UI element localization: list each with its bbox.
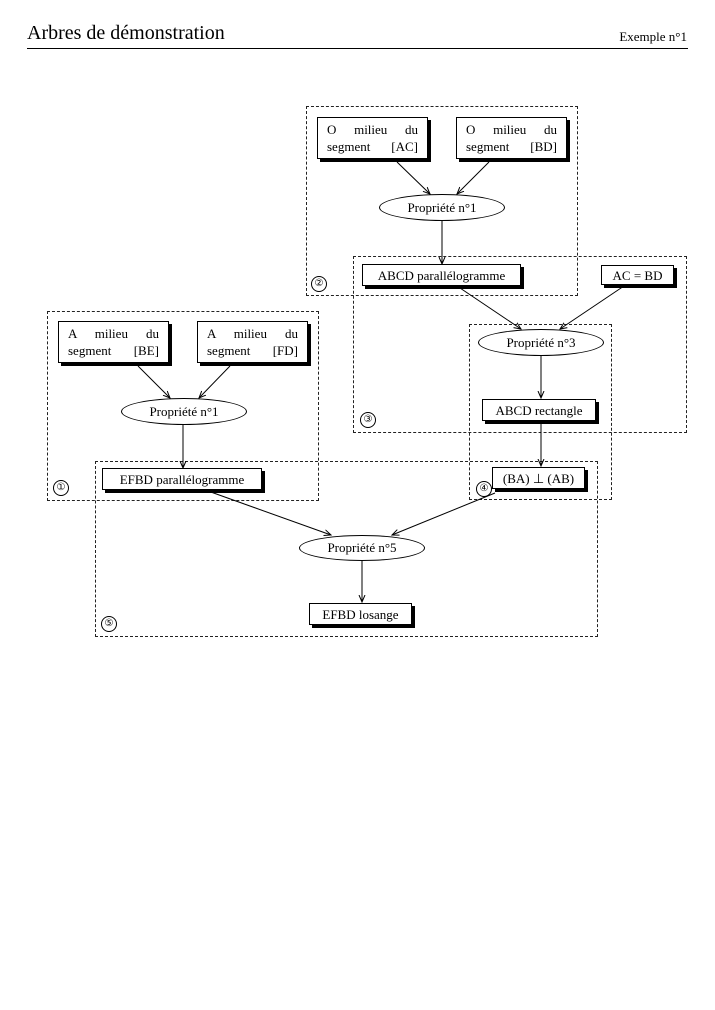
node-abcd-parallelogramme: ABCD parallélogramme bbox=[362, 264, 521, 286]
node-ac-equals-bd: AC = BD bbox=[601, 265, 674, 285]
node-efbd-losange: EFBD losange bbox=[309, 603, 412, 625]
node-o-milieu-bd: O milieu du segment [BD] bbox=[456, 117, 567, 159]
node-ba-perp-ab: (BA) ⊥ (AB) bbox=[492, 467, 585, 489]
node-a-milieu-fd-line1: A milieu du bbox=[207, 326, 298, 341]
node-o-milieu-bd-line2: segment [BD] bbox=[466, 139, 557, 154]
node-propriete-3: Propriété n°3 bbox=[478, 329, 604, 356]
page-title: Arbres de démonstration bbox=[27, 22, 225, 44]
arrow bbox=[459, 287, 521, 329]
zone-3 bbox=[353, 256, 687, 433]
node-a-milieu-fd-line2: segment [FD] bbox=[207, 343, 298, 358]
arrow bbox=[137, 365, 170, 398]
zone-2 bbox=[306, 106, 578, 296]
example-label: Exemple n°1 bbox=[619, 29, 687, 44]
arrow bbox=[392, 492, 496, 535]
zone-5-number: ⑤ bbox=[101, 616, 117, 632]
node-o-milieu-ac-line1: O milieu du bbox=[327, 122, 418, 137]
zone-3-number: ③ bbox=[360, 412, 376, 428]
node-propriete-1-left: Propriété n°1 bbox=[121, 398, 247, 425]
zone-5 bbox=[95, 461, 598, 637]
node-a-milieu-be-line1: A milieu du bbox=[68, 326, 159, 341]
arrow bbox=[560, 285, 625, 329]
node-abcd-rectangle: ABCD rectangle bbox=[482, 399, 596, 421]
zone-4 bbox=[469, 324, 612, 500]
arrow bbox=[457, 161, 490, 194]
node-propriete-5: Propriété n°5 bbox=[299, 535, 425, 561]
node-a-milieu-fd: A milieu du segment [FD] bbox=[197, 321, 308, 363]
arrow bbox=[396, 161, 430, 194]
node-a-milieu-be-line2: segment [BE] bbox=[68, 343, 159, 358]
header-rule bbox=[27, 48, 688, 49]
zone-1 bbox=[47, 311, 319, 501]
zone-2-number: ② bbox=[311, 276, 327, 292]
node-efbd-parallelogramme: EFBD parallélogramme bbox=[102, 468, 262, 490]
zone-4-number: ④ bbox=[476, 481, 492, 497]
node-a-milieu-be: A milieu du segment [BE] bbox=[58, 321, 169, 363]
node-o-milieu-ac: O milieu du segment [AC] bbox=[317, 117, 428, 159]
arrow bbox=[199, 365, 231, 398]
zone-1-number: ① bbox=[53, 480, 69, 496]
arrow bbox=[207, 490, 331, 535]
node-o-milieu-bd-line1: O milieu du bbox=[466, 122, 557, 137]
node-propriete-1-top: Propriété n°1 bbox=[379, 194, 505, 221]
node-o-milieu-ac-line2: segment [AC] bbox=[327, 139, 418, 154]
